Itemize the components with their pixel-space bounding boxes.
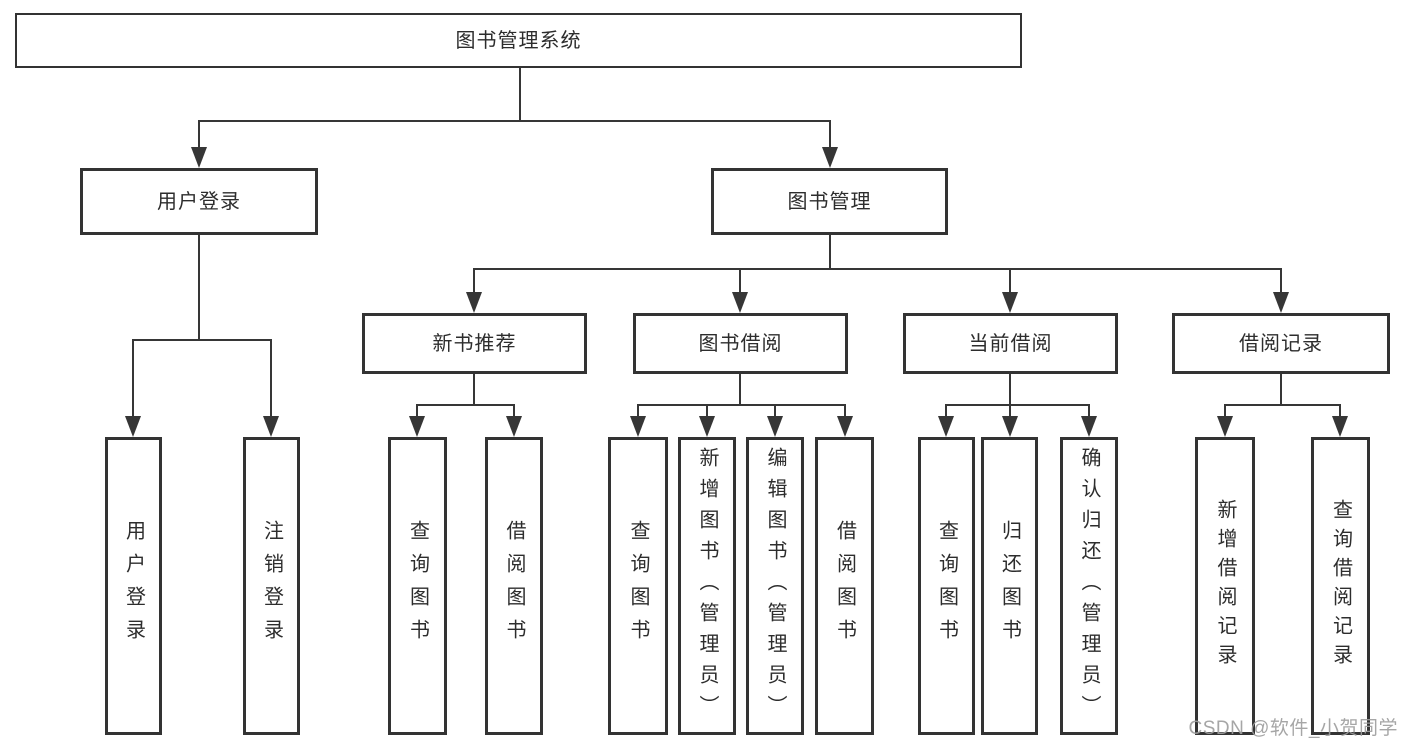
arrowhead-user-login bbox=[191, 147, 207, 168]
edge-newbook-rail bbox=[416, 404, 515, 421]
edge-modules-rail bbox=[473, 268, 1282, 297]
leaf-user-logout-label: 注销登录 bbox=[260, 520, 283, 652]
leaf-current-return: 归还图书 bbox=[981, 437, 1038, 735]
leaf-records-add: 新增借阅记录 bbox=[1195, 437, 1255, 735]
node-module-borrow-label: 图书借阅 bbox=[698, 332, 783, 355]
leaf-borrow-edit: 编辑图书（管理员） bbox=[746, 437, 804, 735]
leaf-records-query: 查询借阅记录 bbox=[1311, 437, 1370, 735]
node-root-label: 图书管理系统 bbox=[455, 29, 582, 52]
leaf-borrow-edit-label: 编辑图书（管理员） bbox=[764, 446, 786, 726]
leaf-user-login: 用户登录 bbox=[105, 437, 162, 735]
node-module-current-label: 当前借阅 bbox=[968, 332, 1053, 355]
arrowhead-newbook-leaf1 bbox=[409, 416, 425, 437]
leaf-current-confirm-label: 确认归还（管理员） bbox=[1078, 446, 1100, 726]
leaf-borrow-add: 新增图书（管理员） bbox=[678, 437, 736, 735]
leaf-records-add-label: 新增借阅记录 bbox=[1214, 499, 1236, 673]
edge-records-rail bbox=[1224, 404, 1341, 421]
edge-borrow-rail bbox=[637, 404, 846, 421]
leaf-current-query: 查询图书 bbox=[918, 437, 975, 735]
node-module-borrow: 图书借阅 bbox=[633, 313, 848, 374]
node-module-newbook-label: 新书推荐 bbox=[432, 332, 517, 355]
arrowhead-login-leaf bbox=[125, 416, 141, 437]
edge-level2-rail bbox=[198, 120, 831, 150]
arrowhead-borrow-leaf4 bbox=[837, 416, 853, 437]
arrowhead-newbook-leaf2 bbox=[506, 416, 522, 437]
node-book-mgmt-label: 图书管理 bbox=[787, 190, 872, 213]
arrowhead-module-borrow bbox=[732, 292, 748, 313]
arrowhead-records-leaf1 bbox=[1217, 416, 1233, 437]
node-book-mgmt: 图书管理 bbox=[711, 168, 948, 235]
leaf-borrow-query: 查询图书 bbox=[608, 437, 668, 735]
leaf-newbook-query: 查询图书 bbox=[388, 437, 447, 735]
leaf-user-logout: 注销登录 bbox=[243, 437, 300, 735]
arrowhead-borrow-leaf3 bbox=[767, 416, 783, 437]
leaf-newbook-borrow-label: 借阅图书 bbox=[503, 520, 525, 652]
leaf-current-query-label: 查询图书 bbox=[935, 520, 958, 652]
node-module-records-label: 借阅记录 bbox=[1239, 332, 1323, 355]
leaf-newbook-borrow: 借阅图书 bbox=[485, 437, 543, 735]
leaf-current-return-label: 归还图书 bbox=[998, 520, 1021, 652]
node-module-records: 借阅记录 bbox=[1172, 313, 1390, 374]
leaf-borrow-add-label: 新增图书（管理员） bbox=[696, 446, 718, 726]
node-module-current: 当前借阅 bbox=[903, 313, 1118, 374]
leaf-user-login-label: 用户登录 bbox=[122, 520, 145, 652]
watermark: CSDN @软件_小贺同学 bbox=[1188, 718, 1398, 739]
node-user-login: 用户登录 bbox=[80, 168, 318, 235]
arrowhead-module-records bbox=[1273, 292, 1289, 313]
arrowhead-book-mgmt bbox=[822, 147, 838, 168]
arrowhead-module-newbook bbox=[466, 292, 482, 313]
leaf-borrow-borrow-label: 借阅图书 bbox=[833, 520, 856, 652]
arrowhead-current-leaf1 bbox=[938, 416, 954, 437]
node-user-login-label: 用户登录 bbox=[157, 190, 241, 213]
leaf-borrow-query-label: 查询图书 bbox=[627, 520, 649, 652]
leaf-borrow-borrow: 借阅图书 bbox=[815, 437, 874, 735]
arrowhead-logout-leaf bbox=[263, 416, 279, 437]
arrowhead-current-leaf3 bbox=[1081, 416, 1097, 437]
arrowhead-borrow-leaf1 bbox=[630, 416, 646, 437]
arrowhead-current-leaf2 bbox=[1002, 416, 1018, 437]
arrowhead-borrow-leaf2 bbox=[699, 416, 715, 437]
arrowhead-records-leaf2 bbox=[1332, 416, 1348, 437]
leaf-records-query-label: 查询借阅记录 bbox=[1329, 499, 1352, 673]
leaf-newbook-query-label: 查询图书 bbox=[406, 520, 429, 652]
edge-current-rail bbox=[945, 404, 1090, 421]
leaf-current-confirm: 确认归还（管理员） bbox=[1060, 437, 1118, 735]
edge-user-login-rail bbox=[132, 339, 272, 419]
arrowhead-module-current bbox=[1002, 292, 1018, 313]
node-module-newbook: 新书推荐 bbox=[362, 313, 587, 374]
node-root: 图书管理系统 bbox=[15, 13, 1022, 68]
